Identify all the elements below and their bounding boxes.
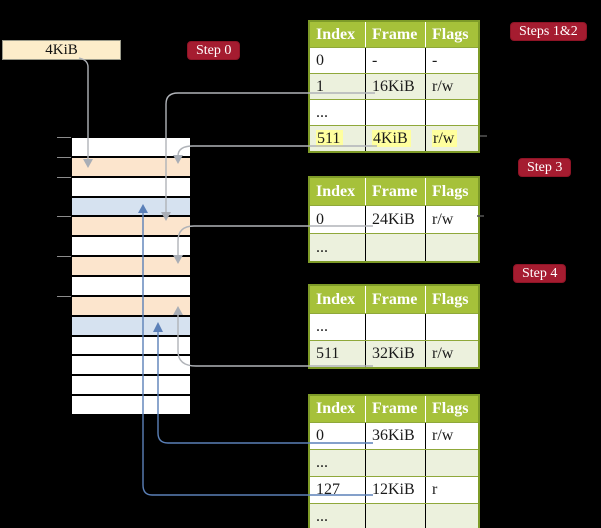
memory-frame-row [72, 257, 190, 275]
table-cell [426, 100, 478, 125]
table-row: ... [310, 313, 478, 340]
steps-1-2-label: Steps 1&2 [510, 22, 587, 41]
table-header-cell: Frame [366, 22, 426, 47]
table-row: ... [310, 233, 478, 261]
table-cell: - [432, 52, 438, 69]
table-cell: r/w [432, 427, 454, 444]
table-cell [426, 314, 478, 340]
table-cell: 127 [310, 477, 366, 503]
memory-tick [57, 216, 71, 217]
table-cell: ... [310, 234, 366, 261]
table-header-cell: Flags [432, 183, 469, 200]
table-row: ... [310, 449, 478, 476]
physical-memory-column [71, 137, 191, 415]
memory-frame-row [72, 337, 190, 354]
table-cell: ... [310, 314, 366, 340]
memory-tick [57, 177, 71, 178]
memory-tick [57, 296, 71, 297]
table-row: 0-- [310, 47, 478, 73]
table-header-cell: Index [310, 22, 366, 47]
memory-frame-row [72, 178, 190, 196]
memory-frame-row [72, 277, 190, 295]
table-header-cell: Flags [432, 26, 469, 43]
table-cell: ... [310, 100, 366, 125]
table-cell: 16KiB [366, 74, 426, 99]
table-header-cell: Flags [432, 400, 469, 417]
memory-tick [57, 256, 71, 257]
memory-tick [57, 137, 71, 138]
table-cell [426, 450, 478, 476]
frame-size-box: 4KiB [2, 40, 121, 60]
table-cell: 24KiB [366, 206, 426, 233]
memory-frame-row [72, 158, 190, 176]
table-cell: 36KiB [366, 423, 426, 449]
memory-frame-row [72, 138, 190, 156]
table-header-cell: Index [310, 286, 366, 313]
table-cell: 4KiB [366, 126, 426, 151]
memory-frame-row [72, 237, 190, 255]
memory-frame-row [72, 217, 190, 235]
table-cell [366, 314, 426, 340]
table-cell: 32KiB [366, 341, 426, 367]
table-cell [366, 504, 426, 528]
memory-frame-row [72, 198, 190, 215]
table-row: ... [310, 99, 478, 125]
table-header-cell: Index [310, 178, 366, 205]
table-cell: 1 [310, 74, 366, 99]
table-row: ... [310, 503, 478, 528]
table-header-cell: Frame [366, 286, 426, 313]
table-header-cell: Index [310, 396, 366, 422]
table-cell: 511 [310, 126, 366, 151]
table-header-cell: Frame [366, 178, 426, 205]
table-cell: r [432, 481, 438, 498]
table-cell: - [366, 48, 426, 73]
memory-frame-row [72, 376, 190, 394]
table-cell: r/w [432, 345, 454, 362]
frame-size-label: 4KiB [45, 41, 78, 58]
memory-frame-row [72, 317, 190, 335]
step-0-label: Step 0 [187, 41, 241, 60]
table-cell [366, 450, 426, 476]
memory-frame-row [72, 396, 190, 414]
table-cell: r/w [426, 126, 478, 151]
table-cell: 12KiB [366, 477, 426, 503]
table-cell [366, 100, 426, 125]
table-cell: r/w [432, 211, 454, 228]
memory-tick [57, 157, 71, 158]
table-cell [426, 234, 478, 261]
memory-frame-row [72, 356, 190, 374]
table-cell: r/w [432, 78, 454, 95]
table-header-cell: Frame [366, 396, 426, 422]
table-cell [366, 234, 426, 261]
step-4-label: Step 4 [513, 264, 567, 283]
table-cell: 0 [310, 423, 366, 449]
table-cell: 0 [310, 48, 366, 73]
table-header-cell: Flags [432, 291, 469, 308]
step-3-label: Step 3 [518, 158, 572, 177]
memory-frame-row [72, 297, 190, 315]
table-cell: ... [310, 450, 366, 476]
table-cell: ... [310, 504, 366, 528]
table-cell: 0 [310, 206, 366, 233]
table-cell: 511 [310, 341, 366, 367]
table-cell [426, 504, 478, 528]
